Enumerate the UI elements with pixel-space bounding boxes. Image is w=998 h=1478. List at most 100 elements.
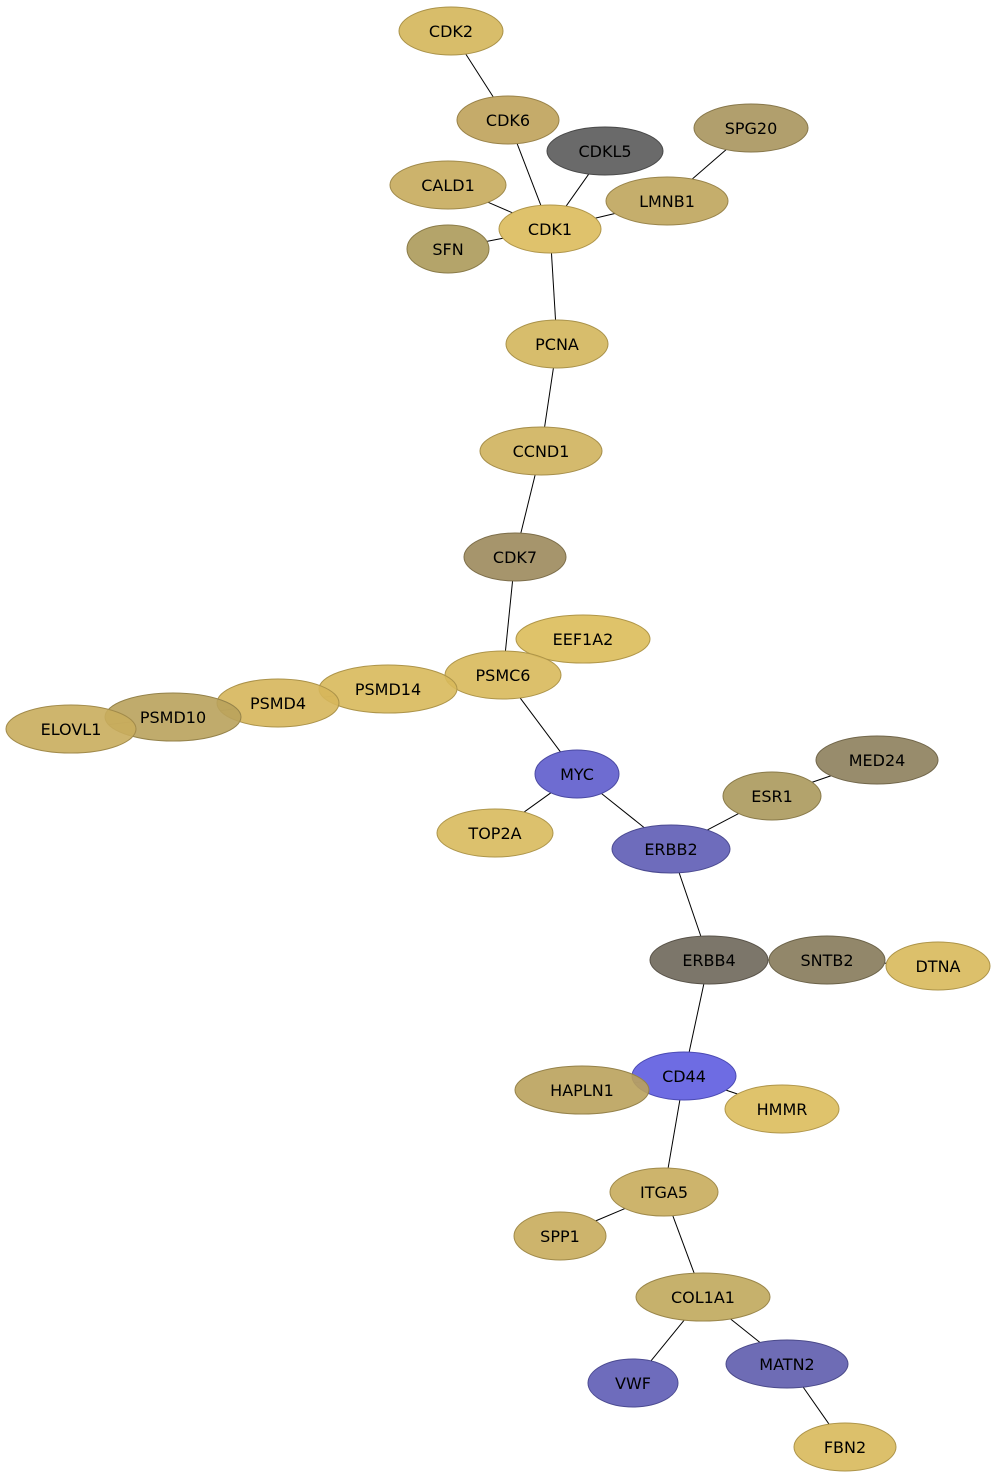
node-myc[interactable]: MYC	[534, 749, 620, 799]
node-shape	[611, 824, 731, 874]
node-cdk7[interactable]: CDK7	[463, 532, 567, 582]
node-itga5[interactable]: ITGA5	[609, 1167, 719, 1217]
node-cdk1[interactable]: CDK1	[498, 204, 602, 254]
node-shape	[609, 1167, 719, 1217]
node-label: CDK2	[429, 22, 473, 41]
node-label: SPG20	[725, 119, 778, 138]
node-label: ERBB2	[644, 840, 697, 859]
edge-erbb2-esr1	[706, 813, 739, 831]
node-cdk2[interactable]: CDK2	[398, 6, 504, 56]
node-psmd10[interactable]: PSMD10	[104, 692, 242, 742]
edge-cdk1-pcna	[550, 252, 557, 321]
edge-cald1-cdk1	[487, 201, 513, 214]
node-label: TOP2A	[467, 824, 521, 843]
node-matn2[interactable]: MATN2	[725, 1339, 849, 1389]
node-label: CDK6	[486, 111, 530, 130]
edge-ccnd1-cdk7	[520, 474, 536, 534]
node-label: LMNB1	[639, 192, 695, 211]
node-cald1[interactable]: CALD1	[389, 160, 507, 210]
node-shape	[498, 204, 602, 254]
node-label: FBN2	[824, 1438, 866, 1457]
node-label: MED24	[849, 751, 906, 770]
node-shape	[793, 1422, 897, 1472]
edge-col1a1-vwf	[650, 1319, 685, 1362]
node-label: COL1A1	[671, 1288, 735, 1307]
node-label: HAPLN1	[550, 1081, 614, 1100]
node-shape	[513, 1211, 607, 1261]
node-vwf[interactable]: VWF	[587, 1358, 679, 1408]
edge-erbb2-erbb4	[678, 872, 702, 937]
node-hapln1[interactable]: HAPLN1	[514, 1065, 650, 1115]
edge-pcna-ccnd1	[544, 367, 554, 428]
node-col1a1[interactable]: COL1A1	[635, 1272, 771, 1322]
node-cdk6[interactable]: CDK6	[456, 95, 560, 145]
node-label: CDK1	[528, 220, 572, 239]
node-label: CDK7	[493, 548, 537, 567]
edge-esr1-med24	[811, 775, 832, 783]
node-top2a[interactable]: TOP2A	[436, 808, 554, 858]
node-erbb4[interactable]: ERBB4	[649, 935, 769, 985]
node-fbn2[interactable]: FBN2	[793, 1422, 897, 1472]
node-shape	[505, 319, 609, 369]
edge-itga5-spp1	[595, 1208, 626, 1222]
node-label: PSMD14	[355, 680, 421, 699]
edge-itga5-col1a1	[672, 1215, 695, 1274]
node-eef1a2[interactable]: EEF1A2	[515, 614, 651, 664]
node-label: PCNA	[535, 335, 579, 354]
edge-cdk6-cdk1	[516, 143, 542, 206]
node-elovl1[interactable]: ELOVL1	[5, 704, 137, 754]
node-psmd4[interactable]: PSMD4	[216, 678, 340, 728]
node-dtna[interactable]: DTNA	[885, 941, 991, 991]
node-cdkl5[interactable]: CDKL5	[546, 126, 664, 176]
node-label: PSMC6	[476, 666, 531, 685]
node-label: CALD1	[421, 176, 475, 195]
edges-layer	[108, 53, 887, 1425]
node-spp1[interactable]: SPP1	[513, 1211, 607, 1261]
edge-psmc6-myc	[519, 697, 561, 753]
node-erbb2[interactable]: ERBB2	[611, 824, 731, 874]
node-shape	[885, 941, 991, 991]
node-esr1[interactable]: ESR1	[722, 771, 822, 821]
node-label: SNTB2	[800, 951, 853, 970]
edge-cd44-hmmr	[725, 1089, 738, 1095]
node-label: EEF1A2	[553, 630, 614, 649]
node-ccnd1[interactable]: CCND1	[479, 426, 603, 476]
node-spg20[interactable]: SPG20	[693, 103, 809, 153]
node-pcna[interactable]: PCNA	[505, 319, 609, 369]
node-lmnb1[interactable]: LMNB1	[605, 176, 729, 226]
edge-lmnb1-cdk1	[595, 212, 616, 219]
node-med24[interactable]: MED24	[815, 735, 939, 785]
node-shape	[406, 224, 490, 274]
node-sfn[interactable]: SFN	[406, 224, 490, 274]
edge-cdk2-cdk6	[465, 53, 494, 98]
node-label: ITGA5	[640, 1183, 688, 1202]
node-label: DTNA	[915, 957, 960, 976]
edge-spg20-lmnb1	[691, 149, 727, 180]
edge-cdk7-psmc6	[504, 580, 514, 652]
node-label: PSMD4	[250, 694, 306, 713]
node-psmc6[interactable]: PSMC6	[444, 650, 562, 700]
node-shape	[724, 1084, 840, 1134]
node-label: CCND1	[513, 442, 570, 461]
node-psmd14[interactable]: PSMD14	[318, 664, 458, 714]
node-shape	[815, 735, 939, 785]
node-sntb2[interactable]: SNTB2	[768, 935, 886, 985]
node-shape	[398, 6, 504, 56]
node-label: VWF	[615, 1374, 651, 1393]
edge-cdkl5-cdk1	[565, 173, 590, 207]
node-shape	[722, 771, 822, 821]
node-shape	[514, 1065, 650, 1115]
node-shape	[725, 1339, 849, 1389]
edge-erbb4-cd44	[688, 983, 705, 1053]
node-shape	[546, 126, 664, 176]
node-shape	[605, 176, 729, 226]
edge-myc-top2a	[523, 792, 552, 813]
edge-myc-erbb2	[601, 793, 645, 829]
node-label: PSMD10	[140, 708, 206, 727]
node-shape	[587, 1358, 679, 1408]
node-label: CD44	[662, 1067, 706, 1086]
node-hmmr[interactable]: HMMR	[724, 1084, 840, 1134]
edge-cd44-itga5	[667, 1099, 681, 1169]
node-shape	[693, 103, 809, 153]
